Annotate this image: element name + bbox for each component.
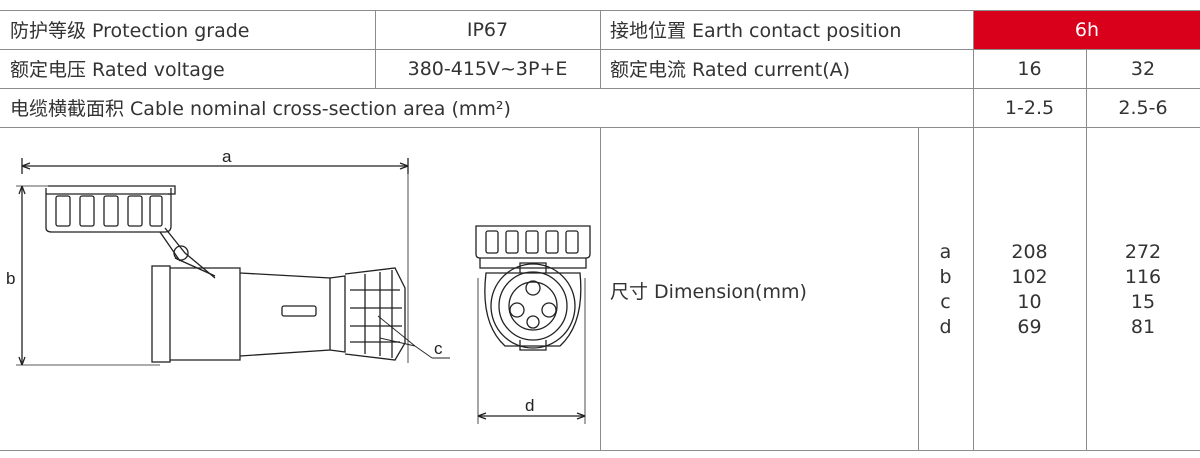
dimension-letters: a b c d [918, 240, 973, 340]
dimension-a-line [21, 158, 409, 363]
dimension-16-b: 102 [1011, 266, 1048, 288]
dimension-c-leader [377, 315, 450, 359]
earth-contact-label: 接地位置 Earth contact position [610, 20, 902, 42]
cable-area-16: 1-2.5 [1004, 96, 1055, 119]
protection-grade-label: 防护等级 Protection grade [10, 20, 250, 42]
grid-col1-line [375, 10, 376, 88]
dimension-d-line [477, 278, 586, 424]
dimension-letter-b: b [939, 266, 952, 288]
plug-drawing: a b c d [6, 147, 591, 424]
dimension-letter-d: d [939, 316, 952, 338]
protection-grade-value: IP67 [466, 18, 509, 41]
front-view [475, 225, 591, 351]
grid-col2b-line [600, 127, 601, 450]
grid-col5-line [1086, 49, 1087, 450]
grid-col3-line [918, 127, 919, 450]
dimension-letter-a: a [939, 241, 952, 263]
dimension-32-b: 116 [1124, 266, 1162, 288]
rated-voltage-value: 380-415V~3P+E [407, 57, 568, 80]
earth-contact-value: 6h [974, 11, 1200, 49]
side-view-body [151, 265, 406, 363]
grid-bottom-line [0, 450, 1200, 451]
dimension-c-label: c [434, 339, 443, 358]
dimension-b-line [16, 185, 160, 366]
rated-current-16: 16 [1017, 57, 1042, 80]
rated-current-label: 额定电流 Rated current(A) [610, 59, 851, 81]
grid-row2-line [0, 88, 1200, 89]
dimension-label: 尺寸 Dimension(mm) [610, 280, 807, 303]
side-view-lid [45, 185, 216, 279]
dimension-32-a: 272 [1124, 241, 1162, 263]
rated-current-32: 32 [1130, 57, 1156, 80]
dimension-d-label: d [525, 396, 534, 415]
dimension-16-c: 10 [1017, 291, 1042, 313]
dimension-b-label: b [6, 269, 15, 288]
cable-area-32: 2.5-6 [1118, 96, 1168, 119]
rated-voltage-label: 额定电压 Rated voltage [10, 59, 225, 81]
dimension-32-d: 81 [1130, 316, 1156, 338]
cable-area-label: 电缆横截面积 Cable nominal cross-section area … [10, 98, 511, 120]
dimension-32-c: 15 [1130, 291, 1156, 313]
dimension-letter-c: c [940, 291, 951, 313]
dimension-values-32: 272 116 15 81 [1086, 240, 1200, 340]
dimension-16-d: 69 [1017, 316, 1042, 338]
dimension-values-16: 208 102 10 69 [973, 240, 1086, 340]
dimension-a-label: a [222, 147, 232, 166]
dimension-16-a: 208 [1011, 241, 1048, 263]
grid-col4-line [973, 10, 974, 450]
grid-col2-line [600, 10, 601, 88]
